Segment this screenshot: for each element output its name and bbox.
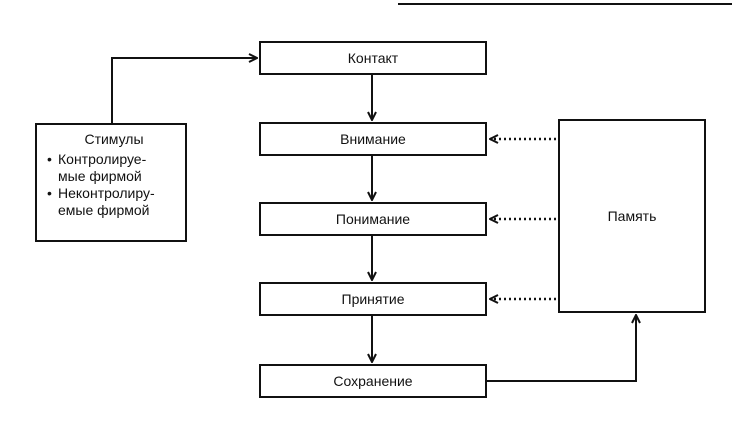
stage-retention: Сохранение [259, 364, 487, 398]
stage-contact: Контакт [259, 41, 487, 75]
stimuli-item-line: мые фирмой [58, 168, 142, 184]
stimuli-item-line: Неконтролиру- [58, 185, 155, 201]
bullet-icon: • [47, 185, 58, 219]
memory-box: Память [558, 119, 706, 313]
stage-understanding: Понимание [259, 202, 487, 236]
stimuli-item-uncontrolled: • Неконтролиру- емые фирмой [47, 185, 181, 219]
arrow-stimuli-to-contact [112, 58, 257, 123]
arrow-retention-to-memory [487, 315, 636, 381]
stimuli-title: Стимулы [47, 131, 181, 147]
stimuli-item-line: емые фирмой [58, 202, 150, 218]
stage-acceptance: Принятие [259, 282, 487, 316]
stimuli-item-line: Контролируе- [58, 151, 146, 167]
bullet-icon: • [47, 151, 58, 185]
stimuli-item-controlled: • Контролируе- мые фирмой [47, 151, 181, 185]
stimuli-box: Стимулы • Контролируе- мые фирмой • Неко… [35, 123, 187, 242]
stage-attention: Внимание [259, 122, 487, 156]
